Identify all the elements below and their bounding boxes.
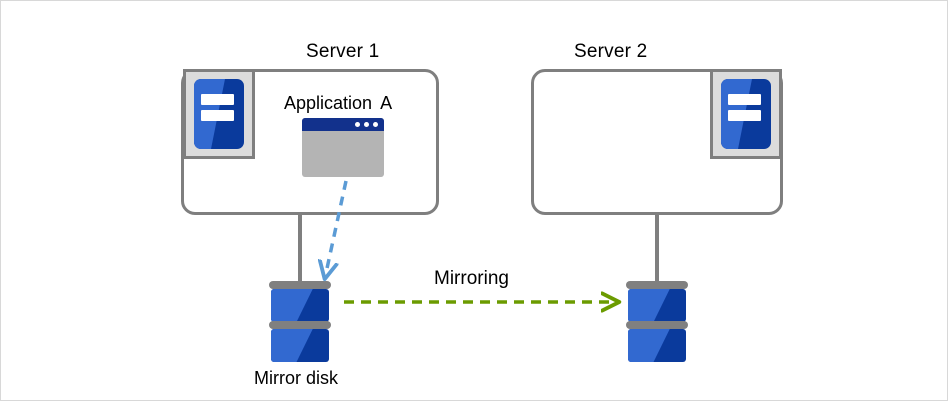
server-2-disk-connector bbox=[655, 213, 659, 283]
disk-plate bbox=[626, 321, 688, 329]
server-machine-icon bbox=[710, 69, 782, 159]
server-machine-body bbox=[194, 79, 244, 149]
server-machine-bar-bottom bbox=[201, 109, 234, 121]
server-machine-bar-top bbox=[728, 93, 761, 105]
disk-block bbox=[628, 329, 686, 362]
server-machine-body bbox=[721, 79, 771, 149]
mirror-disk-label: Mirror disk bbox=[254, 368, 338, 388]
disk-block bbox=[271, 289, 329, 322]
disk-block bbox=[628, 289, 686, 322]
disk-stack-icon bbox=[626, 281, 688, 365]
window-dot-icon bbox=[373, 122, 378, 127]
server-1-caption: Server 1 bbox=[306, 41, 380, 62]
disk-block bbox=[271, 329, 329, 362]
server-2-caption: Server 2 bbox=[574, 41, 648, 62]
application-window-icon bbox=[302, 118, 384, 177]
application-window-titlebar bbox=[302, 118, 384, 131]
application-a-label: Application A bbox=[284, 93, 392, 114]
mirroring-label: Mirroring bbox=[434, 268, 509, 289]
server-machine-bar-top bbox=[201, 93, 234, 105]
application-label-word: Application bbox=[284, 93, 373, 113]
application-label-letter: A bbox=[380, 93, 393, 113]
window-dot-icon bbox=[355, 122, 360, 127]
disk-stack-icon bbox=[269, 281, 331, 365]
server-machine-bar-bottom bbox=[728, 109, 761, 121]
server-machine-icon bbox=[183, 69, 255, 159]
window-dot-icon bbox=[364, 122, 369, 127]
disk-plate bbox=[269, 321, 331, 329]
disk-plate bbox=[626, 281, 688, 289]
disk-plate bbox=[269, 281, 331, 289]
server-1-disk-connector bbox=[298, 213, 302, 283]
